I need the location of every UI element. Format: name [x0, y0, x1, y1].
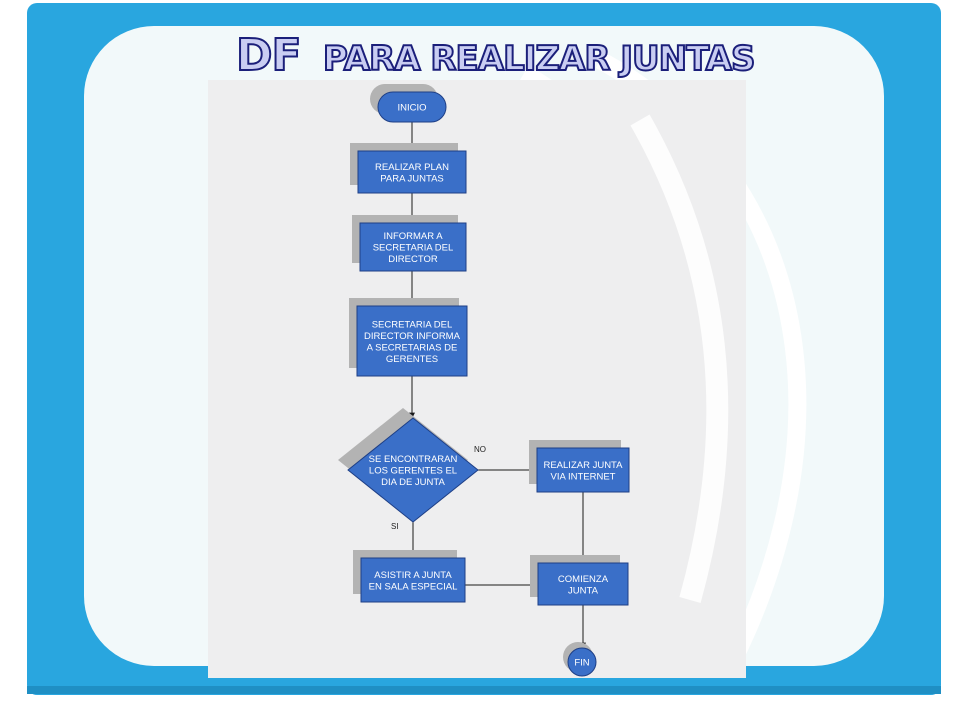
node-label-line: INFORMAR A	[383, 231, 443, 242]
node-label-line: VIA INTERNET	[551, 471, 616, 482]
node-label-line: REALIZAR JUNTA	[543, 460, 623, 471]
node-label-line: EN SALA ESPECIAL	[369, 581, 458, 592]
slide-title: DF PARA REALIZAR JUNTAS	[236, 30, 754, 81]
node-shape-secretaria	[356, 305, 468, 377]
node-label-line: DIRECTOR INFORMA	[364, 331, 461, 342]
node-label-fin: FIN	[574, 658, 589, 669]
node-shape-comienza	[537, 562, 629, 606]
node-inicio: INICIO	[370, 84, 447, 123]
node-shape-inicio	[377, 91, 447, 123]
node-fin: FIN	[563, 642, 597, 677]
title-rest: PARA REALIZAR JUNTAS	[323, 39, 755, 79]
node-shape-internet	[536, 447, 630, 493]
node-label-line: SE ENCONTRARAN	[369, 454, 458, 465]
edge-label-decision-to-sala: SI	[391, 522, 399, 531]
node-label-line: REALIZAR PLAN	[375, 162, 449, 173]
diagram-background	[208, 80, 746, 678]
node-label-line: LOS GERENTES EL	[369, 466, 457, 477]
edge-label-decision-to-internet: NO	[474, 445, 486, 454]
node-label-line: SECRETARIA DEL	[373, 243, 454, 254]
flowchart-edges: NO SI	[391, 122, 586, 649]
node-label-line: JUNTA	[568, 585, 599, 596]
node-shape-decision	[347, 417, 479, 523]
node-label-line: COMIENZA	[558, 574, 609, 585]
node-shape-sala	[360, 557, 466, 603]
node-label-line: INICIO	[397, 103, 426, 114]
node-label-line: SECRETARIA DEL	[372, 319, 453, 330]
title-big: DF	[236, 30, 301, 81]
node-label-inicio: INICIO	[397, 103, 426, 114]
node-shape-plan	[357, 150, 467, 194]
node-shape-informar	[359, 222, 467, 272]
node-label-line: DIA DE JUNTA	[381, 477, 445, 488]
node-label-line: DIRECTOR	[388, 254, 438, 265]
slide-frame-bottom-edge	[27, 686, 941, 694]
node-label-line: GERENTES	[386, 354, 438, 365]
node-shape-fin	[567, 647, 597, 677]
node-label-line: PARA JUNTAS	[380, 173, 444, 184]
node-label-line: FIN	[574, 658, 589, 669]
decorative-arcs-overlay	[630, 114, 729, 603]
node-label-line: ASISTIR A JUNTA	[374, 570, 452, 581]
node-label-line: A SECRETARIAS DE	[367, 342, 458, 353]
